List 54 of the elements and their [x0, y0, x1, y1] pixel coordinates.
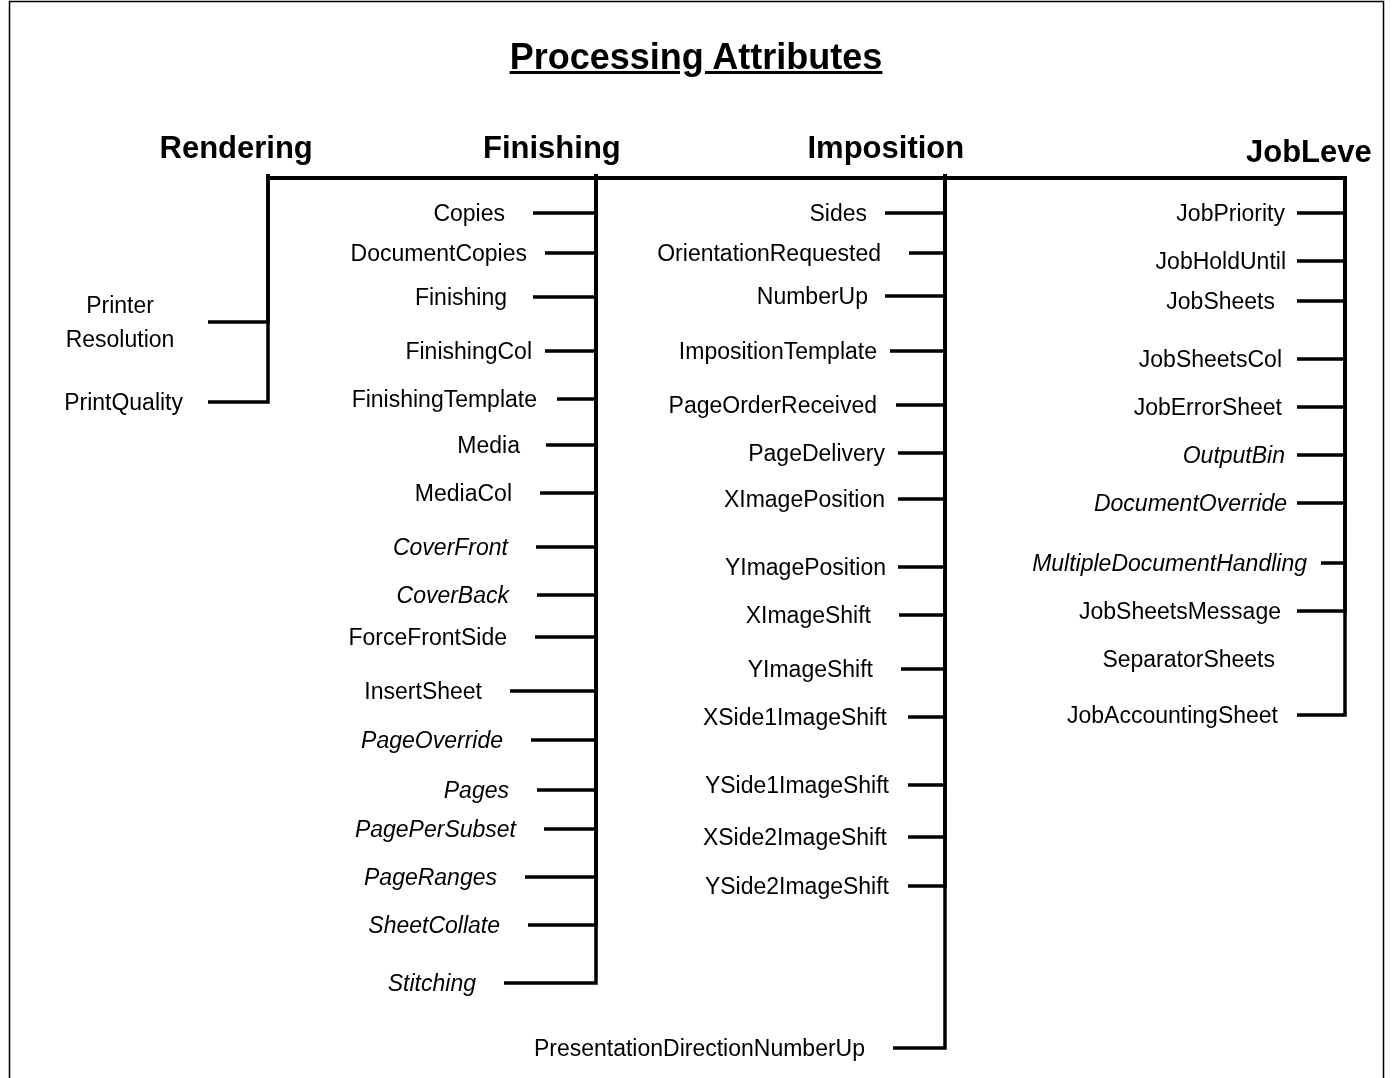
- attribute-name: OutputBin: [1182, 441, 1285, 469]
- attribute-name: YSide2ImageShift: [704, 872, 889, 900]
- attribute-name: Finishing: [414, 283, 507, 311]
- attribute-name: JobSheetsMessage: [1079, 597, 1281, 625]
- attribute-name: YSide1ImageShift: [704, 771, 889, 799]
- attribute-name: PrintQuality: [64, 388, 183, 416]
- attribute-name: JobErrorSheet: [1133, 393, 1282, 421]
- attribute-name: FinishingCol: [405, 337, 532, 365]
- attribute-name: PageRanges: [364, 863, 497, 891]
- attribute-name: XImageShift: [745, 601, 871, 629]
- bus-bar: [268, 176, 1347, 180]
- attribute-name: Sides: [809, 199, 867, 227]
- attribute-name: Media: [457, 431, 520, 459]
- attribute-name: XSide2ImageShift: [702, 823, 887, 851]
- attribute-name: InsertSheet: [364, 677, 482, 705]
- attribute-name: YImageShift: [747, 655, 873, 683]
- attribute-name: PageOverride: [361, 726, 503, 754]
- attribute-name: JobSheetsCol: [1138, 345, 1282, 373]
- attribute-name: DocumentOverride: [1093, 489, 1287, 517]
- attribute-name: NumberUp: [756, 282, 868, 310]
- attribute-name: JobHoldUntil: [1155, 247, 1286, 275]
- diagram-title: Processing Attributes: [509, 36, 883, 77]
- attribute-name: JobSheets: [1166, 287, 1275, 315]
- attribute-name: SeparatorSheets: [1102, 645, 1275, 673]
- attribute-name: FinishingTemplate: [351, 385, 537, 413]
- attribute-name: XImagePosition: [723, 485, 885, 513]
- attribute-name: JobAccountingSheet: [1067, 701, 1278, 729]
- attribute-name: DocumentCopies: [350, 239, 527, 267]
- attribute-name: CoverBack: [396, 581, 509, 609]
- attribute-name: ImpositionTemplate: [678, 337, 877, 365]
- attribute-name: SheetCollate: [368, 911, 500, 939]
- attribute-name: JobPriority: [1176, 199, 1285, 227]
- category-heading: Finishing: [483, 130, 621, 174]
- attribute-name: MultipleDocumentHandling: [1032, 549, 1307, 577]
- attribute-name: Stitching: [387, 969, 476, 997]
- category-heading: JobLeve: [1246, 134, 1372, 178]
- attribute-name: MediaCol: [414, 479, 512, 507]
- attribute-name: XSide1ImageShift: [702, 703, 887, 731]
- attribute-name: YImagePosition: [724, 553, 886, 581]
- category-heading: Imposition: [807, 130, 965, 174]
- connector-line: [893, 174, 947, 1050]
- connector-line: [504, 174, 598, 985]
- attribute-name: CoverFront: [392, 533, 508, 561]
- attribute-name: Copies: [433, 199, 505, 227]
- attribute-name: Pages: [443, 776, 509, 804]
- attribute-name: PageOrderReceived: [668, 391, 877, 419]
- category-heading: Rendering: [159, 130, 313, 174]
- attribute-name: PagePerSubset: [354, 815, 516, 843]
- attribute-name: Printer Resolution: [50, 288, 190, 356]
- attribute-name: ForceFrontSide: [348, 623, 507, 651]
- attribute-name: PageDelivery: [748, 439, 885, 467]
- attribute-name: PresentationDirectionNumberUp: [533, 1034, 865, 1062]
- attribute-name: OrientationRequested: [657, 239, 881, 267]
- connector-line: [208, 174, 270, 404]
